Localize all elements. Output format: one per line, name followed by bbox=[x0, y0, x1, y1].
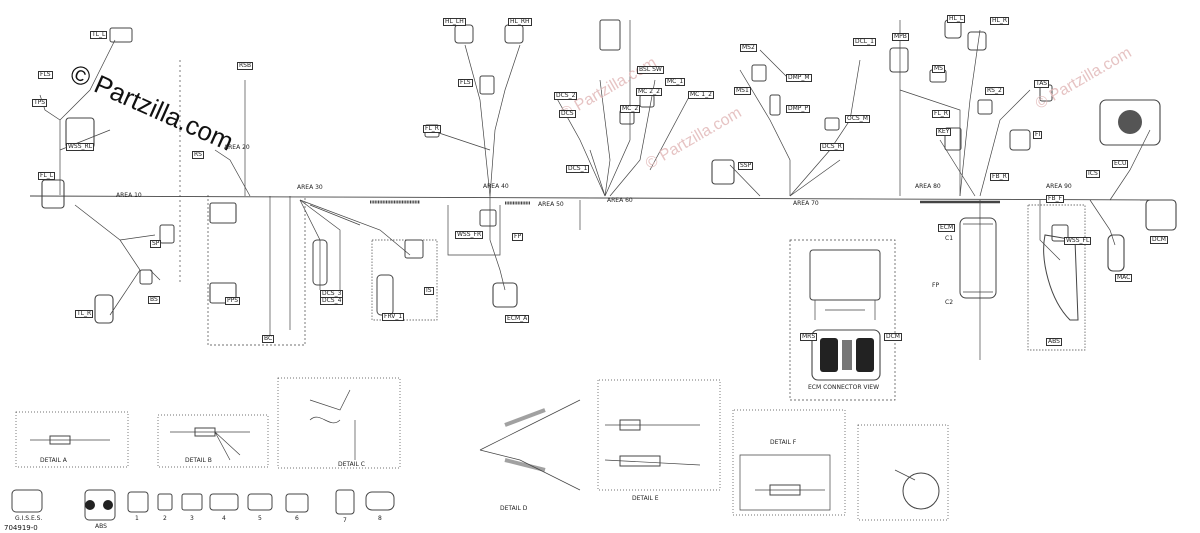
connector-tps: TPS bbox=[32, 99, 48, 107]
connector-wss-fr: WSS_FR bbox=[455, 231, 484, 239]
connector-key: KEY bbox=[936, 128, 952, 136]
area-50-label: AREA 50 bbox=[538, 201, 564, 208]
detail-e-title: DETAIL E bbox=[632, 495, 659, 502]
connector-fb-r: FB_R bbox=[990, 173, 1009, 181]
connector-c2: C2 bbox=[945, 299, 954, 306]
connector-ocs-m: OCS_M bbox=[845, 115, 870, 123]
connector-dcm: DCM bbox=[1150, 236, 1168, 244]
connector-ms: MS bbox=[932, 65, 945, 73]
connector-abs: ABS bbox=[1046, 338, 1062, 346]
connector-ecm-a: ECM_A bbox=[505, 315, 530, 323]
connector-fl-r-2: FL_R bbox=[932, 110, 950, 118]
part-label-2: ABS bbox=[95, 523, 107, 530]
connector-dcs-1: DCS_1 bbox=[566, 165, 590, 173]
connector-dcs-4: DCS_4 bbox=[320, 297, 344, 305]
area-20-label: AREA 20 bbox=[224, 144, 250, 151]
connector-bs: BS bbox=[148, 296, 160, 304]
connector-dcl-1: DCL_1 bbox=[853, 38, 876, 46]
connector-ssp: SSP bbox=[738, 162, 754, 170]
area-10-label: AREA 10 bbox=[116, 192, 142, 199]
connector-ecm-main: ECM bbox=[938, 224, 956, 232]
connector-fl-l: FL_L bbox=[38, 172, 56, 180]
connector-dmp-m: DMP_M bbox=[786, 74, 812, 82]
connector-rs-2: RS_2 bbox=[985, 87, 1004, 95]
area-60-label: AREA 60 bbox=[607, 197, 633, 204]
area-70-label: AREA 70 bbox=[793, 200, 819, 207]
connector-hl-lh: HL_LH bbox=[443, 18, 466, 26]
detail-d-title: DETAIL D bbox=[500, 505, 528, 512]
connector-is: IS bbox=[424, 287, 434, 295]
connector-c1: C1 bbox=[945, 235, 954, 242]
connector-frv-1: FRV_1 bbox=[382, 313, 405, 321]
part-label-9: 7 bbox=[343, 517, 347, 524]
connector-wss-fl: WSS_FL bbox=[1064, 237, 1092, 245]
connector-hl-r: HL_R bbox=[990, 17, 1010, 25]
connector-ms2: MS2 bbox=[740, 44, 757, 52]
connector-pps: PPS bbox=[225, 297, 241, 305]
part-label-3: 1 bbox=[135, 515, 139, 522]
detail-c-title: DETAIL C bbox=[338, 461, 365, 468]
detail-a-title: DETAIL A bbox=[40, 457, 67, 464]
connector-fls-2: FLS bbox=[458, 79, 473, 87]
area-80-label: AREA 80 bbox=[915, 183, 941, 190]
connector-hl-rh: HL_RH bbox=[508, 18, 532, 26]
connector-fp2: FP bbox=[932, 282, 940, 289]
part-label-5: 3 bbox=[190, 515, 194, 522]
connector-mpb: MPB bbox=[892, 33, 909, 41]
connector-tl-l: TL_L bbox=[90, 31, 108, 39]
detail-b-title: DETAIL B bbox=[185, 457, 212, 464]
connector-fl-r: FL_R bbox=[423, 125, 441, 133]
part-label-8: 6 bbox=[295, 515, 299, 522]
connector-dcs: DCS bbox=[559, 110, 576, 118]
part-label-6: 4 bbox=[222, 515, 226, 522]
connector-fi: FI bbox=[1033, 131, 1043, 139]
connector-dcm-2: DCM bbox=[884, 333, 902, 341]
connector-dcs-2: DCS_2 bbox=[554, 92, 578, 100]
connector-mc-2-2: MC 2_2 bbox=[636, 88, 662, 96]
ecm-view-title: ECM CONNECTOR VIEW bbox=[808, 384, 879, 391]
connector-fb-f: FB_F bbox=[1046, 195, 1065, 203]
connector-dmp-p: DMP_P bbox=[786, 105, 811, 113]
area-30-label: AREA 30 bbox=[297, 184, 323, 191]
connector-hl-l: HL_L bbox=[947, 15, 966, 23]
diagram-code: 704919-0 bbox=[4, 524, 38, 532]
connector-ecu: ECU bbox=[1112, 160, 1129, 168]
connector-mac: MAC bbox=[1115, 274, 1133, 282]
connector-mc-1: MC_1 bbox=[665, 78, 686, 86]
connector-wss-rl: WSS_RL bbox=[66, 143, 95, 151]
connector-ms1: MS1 bbox=[734, 87, 751, 95]
part-label-1: G.I.S.E.S. bbox=[15, 515, 43, 522]
connector-dcsr: DCS_R bbox=[820, 143, 844, 151]
area-40-label: AREA 40 bbox=[483, 183, 509, 190]
connector-mrs: MRS bbox=[800, 333, 818, 341]
connector-bsl-sw: BSL SW bbox=[637, 66, 664, 74]
area-90-label: AREA 90 bbox=[1046, 183, 1072, 190]
connector-sp: SP bbox=[150, 240, 162, 248]
part-label-10: 8 bbox=[378, 515, 382, 522]
part-label-7: 5 bbox=[258, 515, 262, 522]
connector-rsb: RSB bbox=[237, 62, 254, 70]
connector-ics: ICS bbox=[1086, 170, 1100, 178]
connector-tl-r: TL_R bbox=[75, 310, 94, 318]
part-label-4: 2 bbox=[163, 515, 167, 522]
connector-mc-2: MC_2 bbox=[620, 105, 641, 113]
connector-fp: FP bbox=[512, 233, 524, 241]
connector-tas: TAS bbox=[1034, 80, 1050, 88]
connector-fls: FLS bbox=[38, 71, 53, 79]
detail-f-title: DETAIL F bbox=[770, 439, 797, 446]
connector-mc-1-2: MC 1_2 bbox=[688, 91, 714, 99]
connector-bc: BC bbox=[262, 335, 275, 343]
connector-rs: RS bbox=[192, 151, 204, 159]
